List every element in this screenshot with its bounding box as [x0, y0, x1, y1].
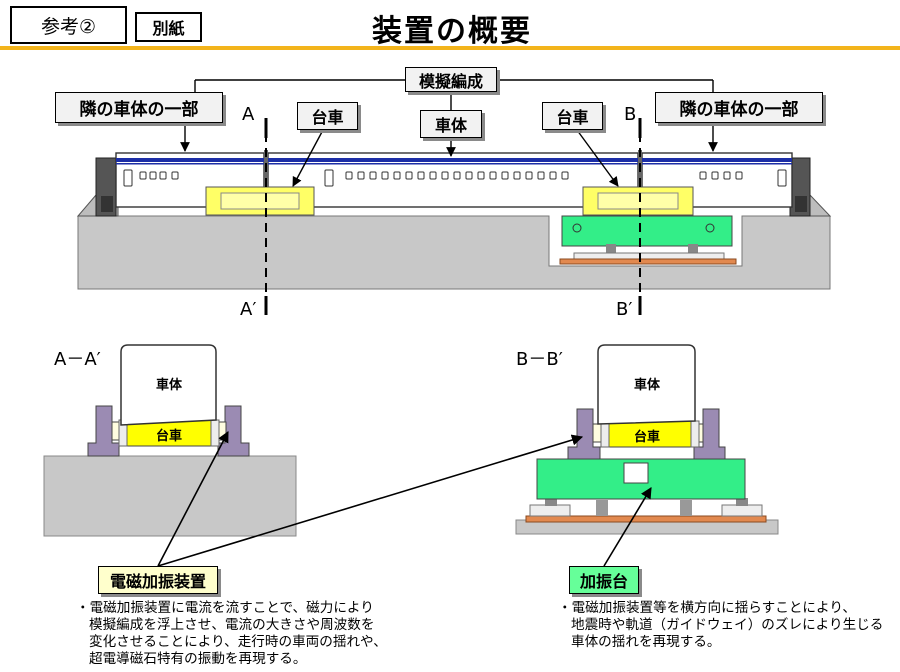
shaker-table-description: ・電磁加振装置等を横方向に揺らすことにより、 地震時や軌道（ガイドウェイ）のズレ… [558, 600, 883, 651]
magnetic-desc-line: 変化させることにより、走行時の車両の揺れや、 [89, 634, 387, 650]
reference-tag: 参考② [10, 6, 127, 44]
car-body-label: 車体 [420, 110, 482, 138]
magnetic-exciter-label: 電磁加振装置 [98, 566, 218, 594]
shaker-desc-line: ・電磁加振装置等を横方向に揺らすことにより、 [558, 600, 856, 616]
section-b-car-body: 車体 [634, 378, 661, 393]
title-divider [0, 46, 900, 50]
marker-a: A [242, 104, 255, 125]
shaker-desc-line: 地震時や軌道（ガイドウェイ）のズレにより生じる [571, 617, 884, 633]
magnetic-exciter-description: ・電磁加振装置に電流を流すことで、磁力により 模擬編成を浮上させ、電流の大きさや… [76, 600, 387, 668]
attachment-tag: 別紙 [135, 12, 202, 42]
bogie-left-label: 台車 [297, 102, 358, 130]
adjacent-car-right-label: 隣の車体の一部 [655, 92, 823, 123]
shaker-desc-line: 車体の揺れを再現する。 [571, 634, 721, 650]
shaker-table-top [559, 215, 737, 265]
shaker-table-label: 加振台 [569, 566, 639, 594]
bogie-left-shape [205, 186, 315, 216]
section-a-drawing [43, 344, 297, 537]
section-b-drawing [515, 344, 779, 535]
top-leader-lines [180, 79, 718, 187]
section-a-car-body: 車体 [156, 378, 183, 393]
marker-b-prime: B′ [616, 299, 633, 320]
bogie-right-label: 台車 [542, 102, 603, 130]
section-b-bogie: 台車 [634, 430, 661, 445]
section-a-bogie: 台車 [156, 429, 183, 444]
bottom-leader-lines [157, 431, 652, 567]
magnetic-desc-line: 超電導磁石特有の振動を再現する。 [89, 651, 307, 667]
page-title: 装置の概要 [372, 14, 532, 49]
section-b-title: B－B′ [516, 349, 563, 370]
adjacent-car-left-label: 隣の車体の一部 [55, 92, 223, 123]
marker-b: B [624, 104, 637, 125]
magnetic-desc-line: ・電磁加振装置に電流を流すことで、磁力により [76, 600, 374, 616]
bogie-right-shape [582, 186, 694, 216]
mock-formation-label: 模擬編成 [405, 67, 497, 92]
guideway-supports [76, 157, 832, 217]
section-a-title: A－A′ [54, 349, 101, 370]
magnetic-desc-line: 模擬編成を浮上させ、電流の大きさや周波数を [89, 617, 375, 633]
marker-a-prime: A′ [240, 299, 257, 320]
